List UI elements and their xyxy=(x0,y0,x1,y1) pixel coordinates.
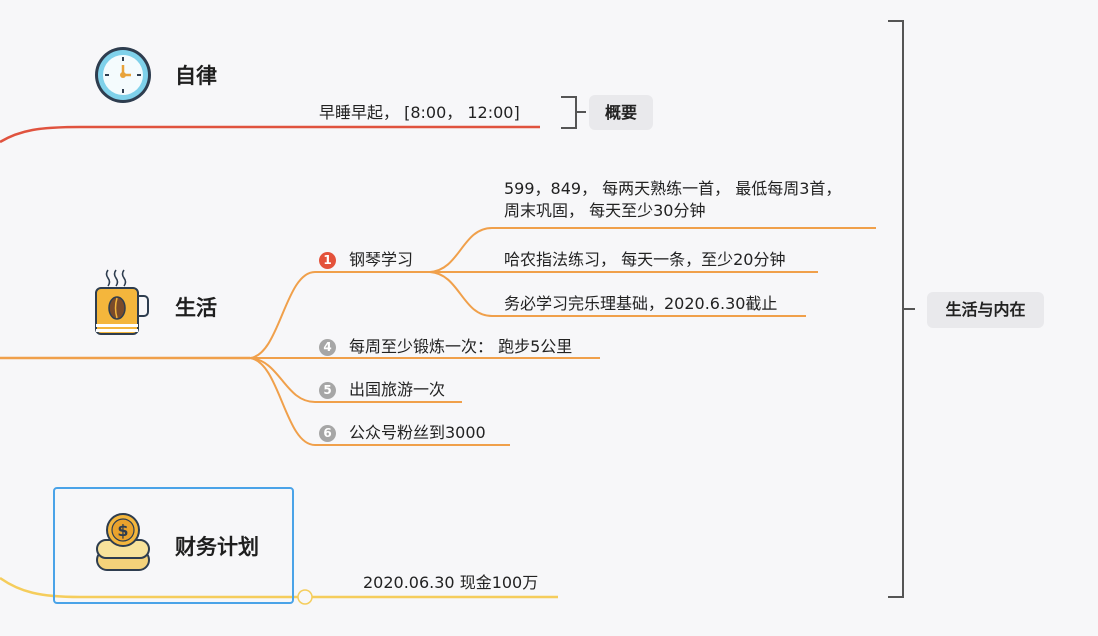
summary-bracket-small xyxy=(561,96,586,129)
summary-label-small[interactable]: 概要 xyxy=(589,95,653,130)
node-travel[interactable]: 5 出国旅游一次 xyxy=(319,376,445,400)
branch-piano xyxy=(249,271,430,359)
node-wechat[interactable]: 6 公众号粉丝到3000 xyxy=(319,419,486,443)
leaf-piano-3[interactable]: 务必学习完乐理基础，2020.6.30截止 xyxy=(504,294,778,313)
collapse-toggle xyxy=(297,589,313,605)
branch-piano-1 xyxy=(429,227,876,273)
branch-wechat xyxy=(249,357,510,446)
topic-caiwu[interactable]: 财务计划 xyxy=(175,535,259,559)
branch-zilv xyxy=(0,125,540,144)
node-wechat-label: 公众号粉丝到3000 xyxy=(349,423,486,442)
topic-shenghuo[interactable]: 生活 xyxy=(175,296,217,320)
leaf-piano-2[interactable]: 哈农指法练习， 每天一条，至少20分钟 xyxy=(504,250,786,269)
priority-5-badge: 5 xyxy=(319,382,336,399)
summary-label-large[interactable]: 生活与内在 xyxy=(927,292,1044,328)
coin-stack-icon: $ xyxy=(94,512,152,578)
clock-icon xyxy=(93,45,153,109)
priority-4-badge: 4 xyxy=(319,339,336,356)
leaf-piano-1-line2: 周末巩固， 每天至少30分钟 xyxy=(504,201,706,220)
leaf-piano-1[interactable]: 599，849， 每两天熟练一首， 最低每周3首， 周末巩固， 每天至少30分钟 xyxy=(504,178,841,222)
leaf-zilv[interactable]: 早睡早起， [8:00， 12:00] xyxy=(319,103,520,122)
coffee-cup-icon xyxy=(90,266,152,342)
leaf-caiwu[interactable]: 2020.06.30 现金100万 xyxy=(363,573,539,592)
node-exercise-label: 每周至少锻炼一次： 跑步5公里 xyxy=(349,337,573,356)
topic-zilv[interactable]: 自律 xyxy=(175,64,217,88)
leaf-piano-1-line1: 599，849， 每两天熟练一首， 最低每周3首， xyxy=(504,179,842,198)
node-piano-label: 钢琴学习 xyxy=(349,250,414,269)
priority-6-badge: 6 xyxy=(319,425,336,442)
node-exercise[interactable]: 4 每周至少锻炼一次： 跑步5公里 xyxy=(319,333,572,357)
summary-bracket-large xyxy=(888,20,915,598)
selection-box[interactable] xyxy=(53,487,294,604)
branch-travel xyxy=(249,357,462,403)
branch-caiwu xyxy=(0,576,558,599)
branch-piano-3 xyxy=(429,271,806,317)
node-piano[interactable]: 1 钢琴学习 xyxy=(319,246,413,270)
priority-1-badge: 1 xyxy=(319,252,336,269)
svg-text:$: $ xyxy=(117,521,128,540)
node-travel-label: 出国旅游一次 xyxy=(349,380,446,399)
